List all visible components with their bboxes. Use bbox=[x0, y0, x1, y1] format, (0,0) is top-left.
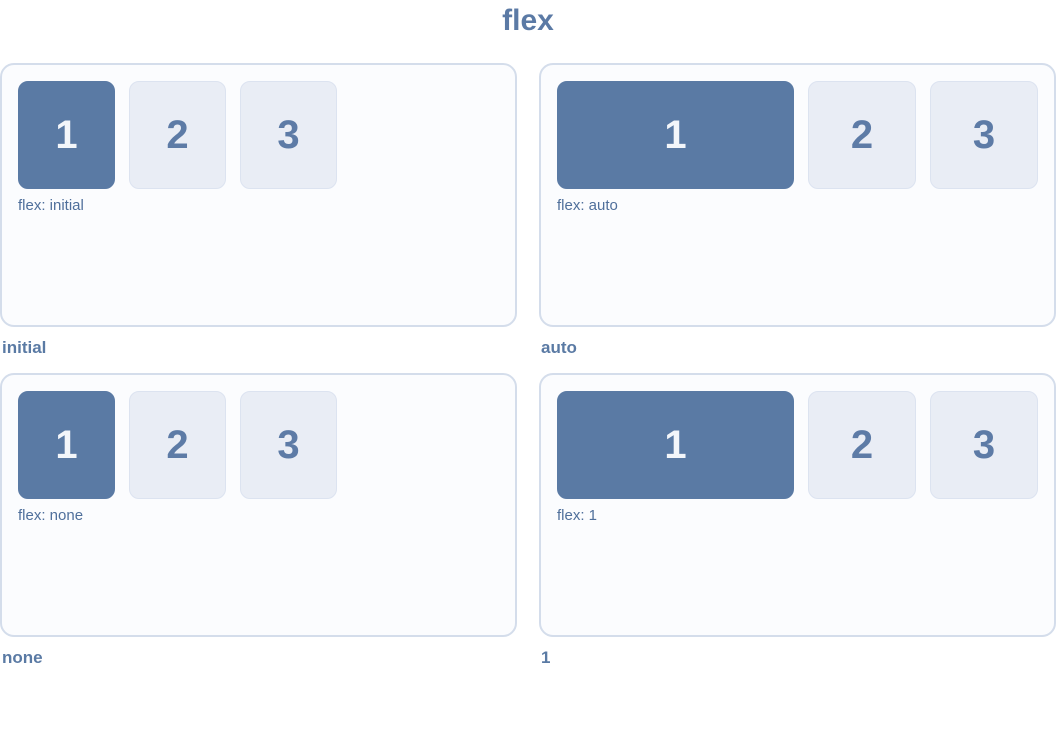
page-title: flex bbox=[502, 4, 554, 37]
flex-item-3: 3 bbox=[930, 391, 1038, 499]
flex-row: 1 2 3 bbox=[18, 391, 499, 499]
flex-item-1-highlighted: 1 bbox=[18, 391, 115, 499]
demo-panel-1: 1 2 3 flex: 1 bbox=[539, 373, 1056, 637]
flex-item-3: 3 bbox=[240, 81, 337, 189]
panel-caption: initial bbox=[2, 338, 47, 357]
demo-cell-none: 1 2 3 flex: none none bbox=[0, 373, 517, 683]
flex-item-3: 3 bbox=[930, 81, 1038, 189]
demo-cell-1: 1 2 3 flex: 1 1 bbox=[539, 373, 1056, 683]
flex-value-label: flex: auto bbox=[557, 197, 618, 214]
flex-item-2: 2 bbox=[129, 391, 226, 499]
flex-value-label: flex: initial bbox=[18, 197, 84, 214]
flex-item-1-highlighted: 1 bbox=[557, 81, 794, 189]
flex-item-3: 3 bbox=[240, 391, 337, 499]
flex-item-1-highlighted: 1 bbox=[18, 81, 115, 189]
flex-value-label: flex: 1 bbox=[557, 507, 598, 524]
flex-item-1-highlighted: 1 bbox=[557, 391, 794, 499]
panel-caption: none bbox=[2, 648, 43, 667]
demo-panel-auto: 1 2 3 flex: auto bbox=[539, 63, 1056, 327]
flex-value-label: flex: none bbox=[18, 507, 84, 524]
flex-row: 1 2 3 bbox=[557, 81, 1038, 189]
panel-caption: auto bbox=[541, 338, 577, 357]
demo-cell-auto: 1 2 3 flex: auto auto bbox=[539, 63, 1056, 373]
flex-row: 1 2 3 bbox=[557, 391, 1038, 499]
demo-panel-none: 1 2 3 flex: none bbox=[0, 373, 517, 637]
demo-panel-initial: 1 2 3 flex: initial bbox=[0, 63, 517, 327]
panel-caption: 1 bbox=[541, 648, 551, 667]
flex-item-2: 2 bbox=[129, 81, 226, 189]
flex-item-2: 2 bbox=[808, 391, 916, 499]
flex-item-2: 2 bbox=[808, 81, 916, 189]
demo-grid: 1 2 3 flex: initial initial 1 2 3 flex: … bbox=[0, 63, 1056, 683]
flex-row: 1 2 3 bbox=[18, 81, 499, 189]
demo-cell-initial: 1 2 3 flex: initial initial bbox=[0, 63, 517, 373]
